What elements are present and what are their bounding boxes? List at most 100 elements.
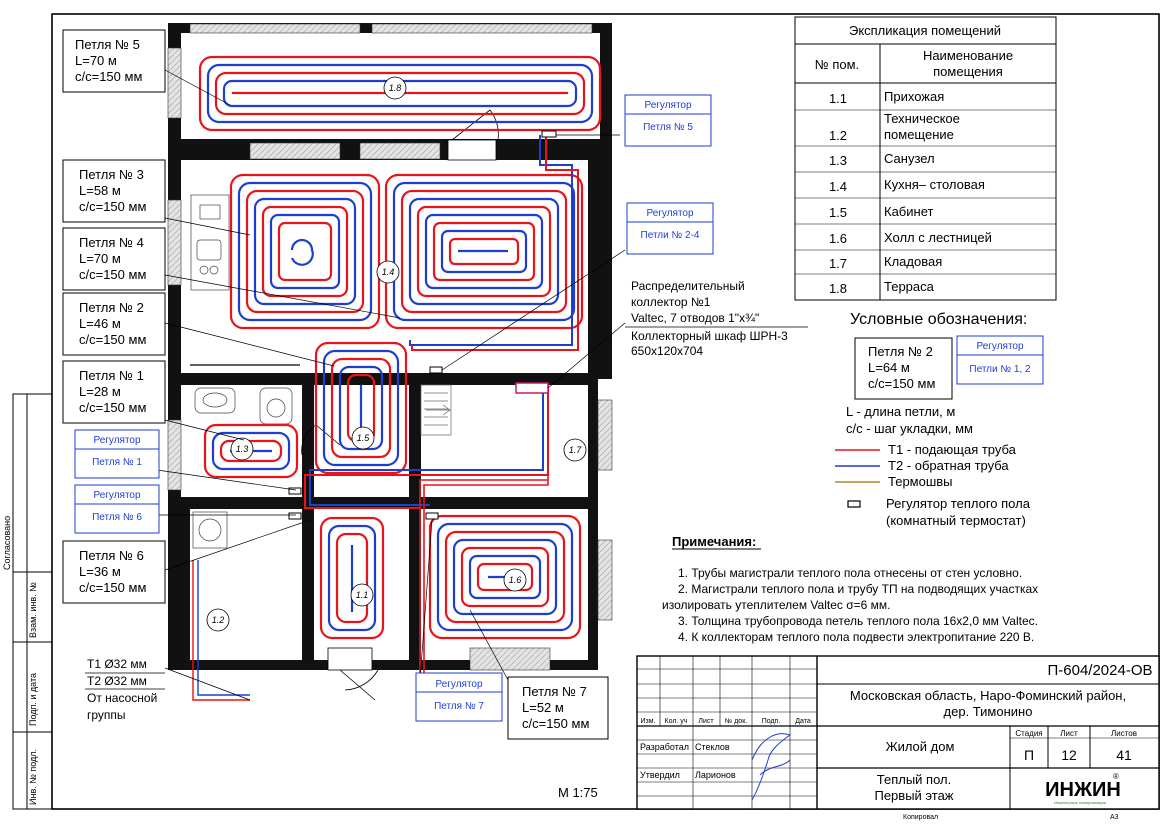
svg-text:Петля № 6: Петля № 6 <box>79 548 144 563</box>
explication-row-name: Холл с лестницей <box>884 230 992 245</box>
regulator-label-6: Регулятор Петля № 6 <box>74 484 160 534</box>
svg-text:с/с - шаг укладки, мм: с/с - шаг укладки, мм <box>846 421 973 436</box>
loop-label-5: Петля № 5 L=70 м с/с=150 мм <box>62 29 166 93</box>
collector-note: Распределительный коллектор №1 Valtec, 7… <box>625 279 808 358</box>
svg-text:Регулятор теплого пола: Регулятор теплого пола <box>886 496 1031 511</box>
svg-text:L=58 м: L=58 м <box>79 183 121 198</box>
svg-text:Жилой дом: Жилой дом <box>886 739 955 754</box>
svg-text:Теплый пол.: Теплый пол. <box>877 772 951 787</box>
regulator-label-7: Регулятор Петля № 7 <box>415 672 503 722</box>
svg-text:Петля № 3: Петля № 3 <box>79 167 144 182</box>
svg-text:Регулятор: Регулятор <box>93 435 140 446</box>
explication-row-num: 1.7 <box>829 256 847 271</box>
window <box>189 23 361 34</box>
svg-text:Термошвы: Термошвы <box>888 474 953 489</box>
svg-text:12: 12 <box>1061 747 1077 763</box>
loop-4-pipe <box>384 173 584 330</box>
svg-text:T2 Ø32 мм: T2 Ø32 мм <box>87 674 147 688</box>
svg-text:2. Магистрали теплого пола: 2. Магистрали теплого пола и трубу ТП на… <box>678 582 1038 596</box>
svg-text:с/с=150 мм: с/с=150 мм <box>79 199 146 214</box>
svg-text:3. Толщина трубопровода пет: 3. Толщина трубопровода петель теплого п… <box>678 614 1038 628</box>
main-pipes <box>192 135 579 701</box>
svg-text:Регулятор: Регулятор <box>976 341 1023 352</box>
signature <box>751 733 792 801</box>
svg-text:Московская область, Наро-Фомин: Московская область, Наро-Фоминский район… <box>850 688 1126 703</box>
svg-text:Ларионов: Ларионов <box>695 770 736 780</box>
window <box>167 47 182 119</box>
svg-text:Петля № 1: Петля № 1 <box>92 457 142 468</box>
explication-row-name: Кладовая <box>884 254 942 269</box>
thermostat <box>288 512 302 520</box>
svg-text:®: ® <box>1113 772 1119 781</box>
room-tag: 1.2 <box>212 615 225 625</box>
window <box>167 419 182 491</box>
svg-text:41: 41 <box>1116 747 1132 763</box>
svg-text:Valtec, 7 отводов 1"x¾": Valtec, 7 отводов 1"x¾" <box>631 311 759 325</box>
svg-text:Регулятор: Регулятор <box>435 679 482 690</box>
regulator-label-2-4: Регулятор Петли № 2-4 <box>626 202 714 255</box>
explication-row-num: 1.1 <box>829 91 847 106</box>
svg-text:Регулятор: Регулятор <box>646 208 693 219</box>
explication-row-name: Санузел <box>884 151 935 166</box>
scale-label: М 1:75 <box>558 785 598 800</box>
walls <box>168 23 612 670</box>
room-tag: 1.3 <box>236 444 249 454</box>
svg-text:Кол. уч: Кол. уч <box>665 718 688 725</box>
room-tag: 1.8 <box>389 83 402 93</box>
svg-text:Разработал: Разработал <box>640 742 689 752</box>
svg-text:Наименование: Наименование <box>923 48 1013 63</box>
svg-text:T1 Ø32 мм: T1 Ø32 мм <box>87 657 147 671</box>
loop-label-1: Петля № 1 L=28 м с/с=150 мм <box>62 360 166 424</box>
loop-label-6: Петля № 6 L=36 м с/с=150 мм <box>62 540 166 604</box>
svg-text:коллектор №1: коллектор №1 <box>631 295 711 309</box>
room-tag: 1.5 <box>357 433 371 443</box>
side-stamp: Согласовано Взам. инв. № Подп. и дата Ин… <box>2 393 53 810</box>
thermostat <box>288 487 302 495</box>
regulator-label-5: Регулятор Петля № 5 <box>624 94 712 147</box>
explication-title: Экспликация помещений <box>849 23 1001 38</box>
svg-text:группы: группы <box>87 708 126 722</box>
svg-text:Распределительный: Распределительный <box>631 279 745 293</box>
pipe-source-note: T1 Ø32 мм T2 Ø32 мм От насосной группы <box>85 657 165 722</box>
loop-label-7: Петля № 7 L=52 м с/с=150 мм <box>507 676 609 740</box>
svg-text:Дата: Дата <box>795 718 811 725</box>
svg-text:От насосной: От насосной <box>87 691 157 705</box>
stamp-code: П-604/2024-ОВ <box>1047 662 1152 679</box>
loop-6-pipe <box>319 516 385 640</box>
thermostat-icon <box>847 500 861 508</box>
kitchen-unit <box>190 194 230 291</box>
svg-text:L=36 м: L=36 м <box>79 564 121 579</box>
door <box>327 647 379 701</box>
svg-text:L=70 м: L=70 м <box>79 251 121 266</box>
regulator-label-1: Регулятор Петля № 1 <box>74 429 160 479</box>
room-tag: 1.1 <box>356 590 369 600</box>
svg-text:Петли № 1, 2: Петли № 1, 2 <box>969 364 1031 375</box>
bathroom-fixtures <box>194 387 293 425</box>
explication-row-num: 1.8 <box>829 281 847 296</box>
svg-text:L=28 м: L=28 м <box>79 384 121 399</box>
svg-text:L=70 м: L=70 м <box>75 53 117 68</box>
svg-text:T1 - подающая труба: T1 - подающая труба <box>888 442 1017 457</box>
svg-text:с/с=150 мм: с/с=150 мм <box>79 267 146 282</box>
svg-text:L=64 м: L=64 м <box>868 360 910 375</box>
door <box>301 424 341 456</box>
loop-7-pipe <box>428 514 582 640</box>
window <box>597 399 613 471</box>
svg-text:Копировал: Копировал <box>903 814 938 821</box>
svg-text:Петля № 4: Петля № 4 <box>79 235 144 250</box>
window <box>249 142 341 160</box>
svg-text:помещения: помещения <box>933 64 1003 79</box>
svg-text:Петли № 2-4: Петли № 2-4 <box>641 230 700 241</box>
leader-lines <box>156 69 626 701</box>
svg-text:Регулятор: Регулятор <box>644 100 691 111</box>
svg-text:Стеклов: Стеклов <box>695 742 730 752</box>
svg-text:П: П <box>1024 747 1034 763</box>
svg-text:Регулятор: Регулятор <box>93 490 140 501</box>
svg-text:с/с=150 мм: с/с=150 мм <box>79 400 146 415</box>
svg-text:с/с=150 мм: с/с=150 мм <box>75 69 142 84</box>
explication-row-name: Кухня– столовая <box>884 177 985 192</box>
explication-row-num: 1.6 <box>829 231 847 246</box>
side-inv-sub: Взам. инв. № <box>28 582 38 638</box>
svg-text:T2 - обратная труба: T2 - обратная труба <box>888 458 1009 473</box>
svg-text:Лист: Лист <box>1060 729 1078 738</box>
